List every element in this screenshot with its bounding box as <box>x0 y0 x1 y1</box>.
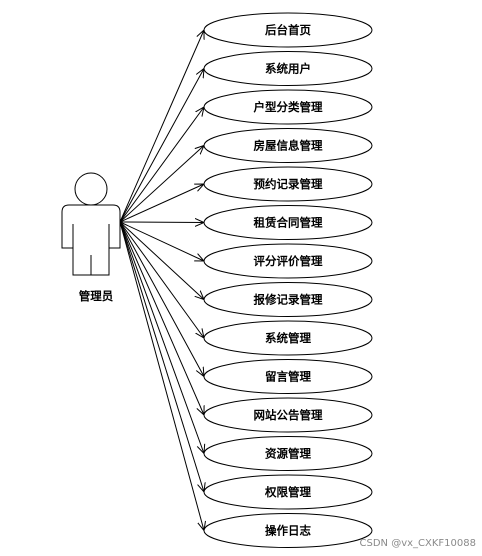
watermark: CSDN @vx_CXKF10088 <box>359 538 476 549</box>
association-line-14 <box>119 221 204 531</box>
use-case-4 <box>203 128 373 163</box>
use-case-2 <box>203 51 373 86</box>
use-case-label-13: 权限管理 <box>264 485 311 499</box>
use-case-label-4: 房屋信息管理 <box>254 139 323 153</box>
use-case-label-7: 评分评价管理 <box>254 254 323 268</box>
use-case-label-9: 系统管理 <box>265 331 311 345</box>
use-case-13 <box>203 474 373 510</box>
association-line-2 <box>119 69 204 223</box>
association-line-1 <box>119 30 204 223</box>
use-case-label-1: 后台首页 <box>265 23 311 37</box>
use-case-6 <box>203 205 373 240</box>
use-case-label-10: 留言管理 <box>265 370 311 384</box>
association-line-7 <box>119 221 204 261</box>
use-case-label-6: 租赁合同管理 <box>254 216 323 230</box>
association-line-4 <box>119 146 204 223</box>
use-cases: 后台首页系统用户户型分类管理房屋信息管理预约记录管理租赁合同管理评分评价管理报修… <box>203 12 373 548</box>
use-case-label-11: 网站公告管理 <box>254 408 323 422</box>
use-case-7 <box>203 243 373 279</box>
association-line-5 <box>119 184 204 223</box>
use-case-label-14: 操作日志 <box>265 524 311 538</box>
use-case-label-2: 系统用户 <box>265 62 311 76</box>
association-line-3 <box>119 107 204 223</box>
association-line-13 <box>119 221 204 492</box>
actor-figure <box>61 172 121 276</box>
association-lines <box>119 30 204 531</box>
association-line-10 <box>119 221 204 377</box>
use-case-8 <box>203 282 373 317</box>
use-case-label-8: 报修记录管理 <box>254 293 323 307</box>
association-line-8 <box>119 221 204 300</box>
use-case-label-12: 资源管理 <box>265 447 311 461</box>
association-line-12 <box>119 221 204 454</box>
use-case-label-3: 户型分类管理 <box>254 100 323 114</box>
use-case-10 <box>203 359 373 394</box>
use-case-12 <box>203 436 373 471</box>
use-case-3 <box>203 89 373 125</box>
use-case-5 <box>203 166 373 202</box>
use-case-14 <box>203 513 373 548</box>
use-case-label-5: 预约记录管理 <box>254 177 323 191</box>
use-case-9 <box>203 320 373 356</box>
actor-body <box>61 204 121 276</box>
use-case-11 <box>203 397 373 433</box>
association-line-11 <box>119 221 204 415</box>
association-line-9 <box>119 221 204 338</box>
actor-label: 管理员 <box>79 289 114 303</box>
use-case-1 <box>203 12 373 48</box>
actor-head <box>74 172 108 206</box>
association-line-6 <box>119 222 204 223</box>
